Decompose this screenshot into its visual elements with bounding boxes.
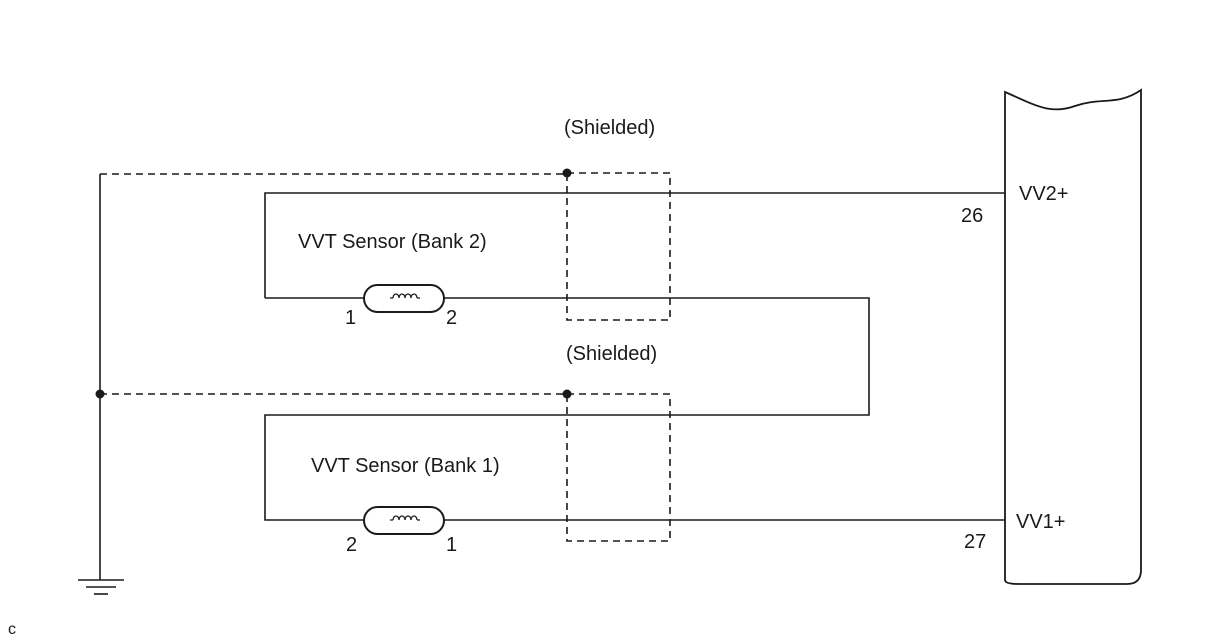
bank2-pin-left: 1 <box>345 307 356 329</box>
bank2-return-wire <box>264 297 870 521</box>
shield-box-top <box>566 172 671 321</box>
junction-dot-icon <box>562 168 572 178</box>
junction-dot-icon <box>562 389 572 399</box>
shield-label-bottom: (Shielded) <box>566 343 657 365</box>
shield-label-top: (Shielded) <box>564 117 655 139</box>
bank1-pin-right: 1 <box>446 534 457 556</box>
ecu-pin-number-27: 27 <box>964 531 986 553</box>
ecu-pin-name-vv1: VV1+ <box>1016 511 1065 533</box>
sensor-label-bank2: VVT Sensor (Bank 2) <box>298 231 487 253</box>
bank2-pin-right: 2 <box>446 307 457 329</box>
ecu-pin-number-26: 26 <box>961 205 983 227</box>
ground-symbol-icon <box>78 579 124 595</box>
shield-box-bottom <box>566 393 671 542</box>
sensor-coil-icon <box>363 284 445 313</box>
ecu-pin-name-vv2: VV2+ <box>1019 183 1068 205</box>
footer-code: c <box>8 621 16 638</box>
sensor-coil-icon <box>363 506 445 535</box>
ecu-connector <box>1004 88 1142 585</box>
junction-dot-icon <box>95 389 105 399</box>
bank2-signal-wire <box>264 192 1005 298</box>
bank1-pin-left: 2 <box>346 534 357 556</box>
sensor-label-bank1: VVT Sensor (Bank 1) <box>311 455 500 477</box>
